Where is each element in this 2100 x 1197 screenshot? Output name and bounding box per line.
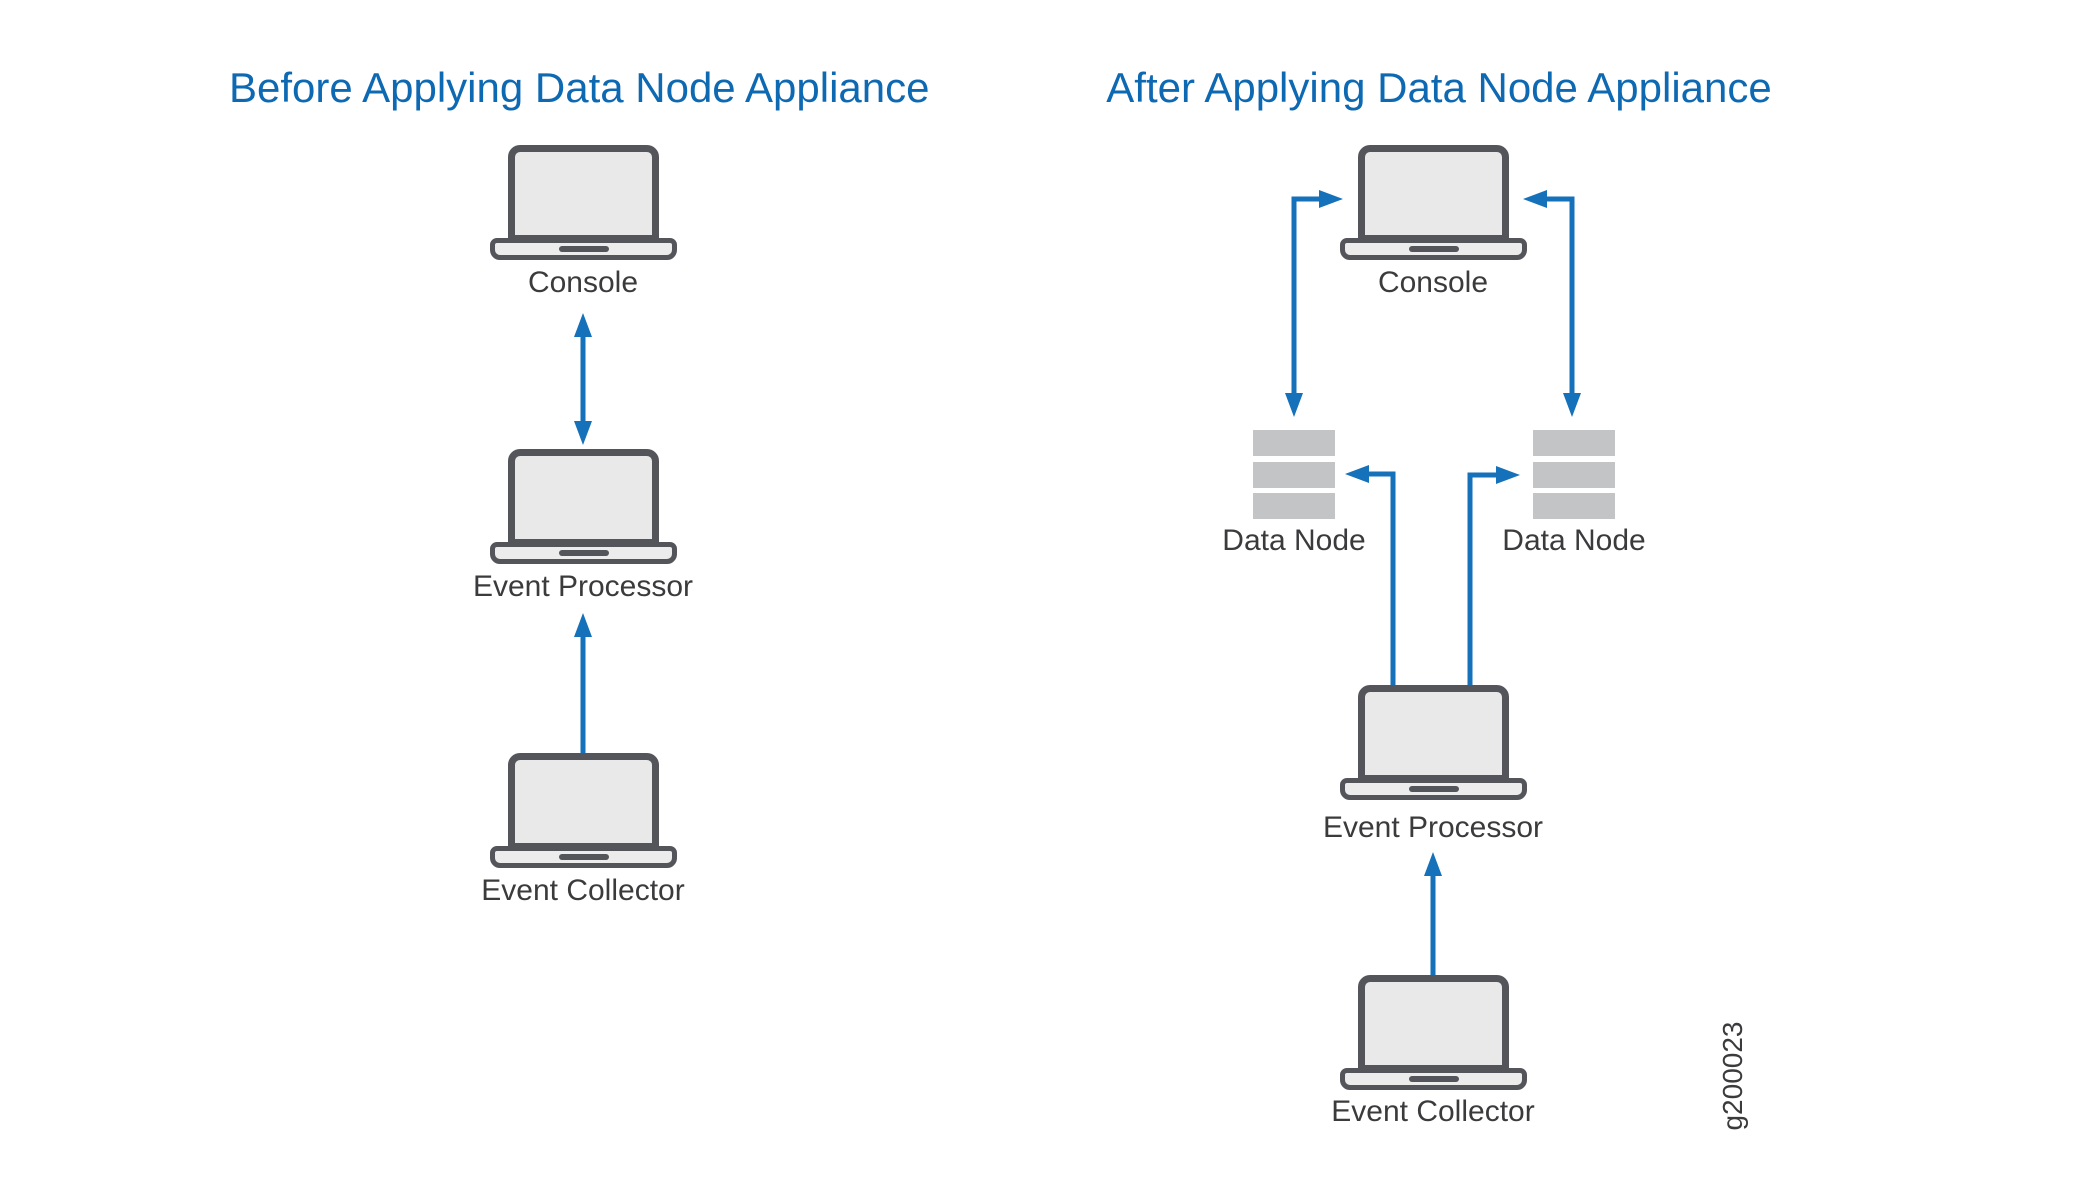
laptop-icon-console-before: [490, 145, 677, 260]
data-node-bar: [1533, 430, 1615, 456]
laptop-screen: [508, 753, 659, 850]
node-label-console-after: Console: [1377, 266, 1489, 299]
node-label-console-before: Console: [527, 266, 639, 299]
arrow-event-processor-data-node-left: [1345, 465, 1396, 685]
data-node-bar: [1533, 461, 1615, 488]
laptop-notch: [558, 246, 609, 252]
laptop-icon-event-collector-after: [1340, 975, 1527, 1090]
laptop-screen: [1358, 685, 1509, 782]
laptop-notch: [558, 854, 609, 860]
laptop-notch: [1408, 786, 1459, 792]
laptop-screen: [508, 449, 659, 546]
node-label-event-collector-before: Event Collector: [481, 874, 685, 907]
laptop-screen: [1358, 145, 1509, 242]
laptop-icon-event-processor-after: [1340, 685, 1527, 800]
node-label-event-collector-after: Event Collector: [1331, 1095, 1535, 1128]
node-label-event-processor-before: Event Processor: [472, 570, 694, 603]
laptop-base: [1340, 778, 1527, 800]
data-node-icon-left: [1253, 430, 1335, 519]
data-node-bar: [1253, 430, 1335, 456]
laptop-base: [490, 238, 677, 260]
arrow-event-collector-event-processor-after: [1424, 852, 1442, 975]
figure-id-label: g200023: [1717, 1021, 1748, 1131]
data-node-bar: [1253, 461, 1335, 488]
after-panel-title: After Applying Data Node Appliance: [1106, 64, 1772, 111]
node-label-event-processor-after: Event Processor: [1322, 811, 1544, 844]
data-node-icon-right: [1533, 430, 1615, 519]
laptop-base: [490, 846, 677, 868]
laptop-notch: [1408, 246, 1459, 252]
laptop-notch: [1408, 1076, 1459, 1082]
node-label-data-node-left: Data Node: [1222, 524, 1366, 557]
laptop-icon-event-collector-before: [490, 753, 677, 868]
arrow-console-data-node-right: [1523, 190, 1581, 417]
laptop-screen: [508, 145, 659, 242]
laptop-notch: [558, 550, 609, 556]
arrow-console-data-node-left: [1285, 190, 1343, 417]
node-label-data-node-right: Data Node: [1502, 524, 1646, 557]
laptop-icon-console-after: [1340, 145, 1527, 260]
laptop-icon-event-processor-before: [490, 449, 677, 564]
laptop-screen: [1358, 975, 1509, 1072]
laptop-base: [490, 542, 677, 564]
arrow-event-collector-event-processor: [574, 613, 592, 753]
before-panel-title: Before Applying Data Node Appliance: [229, 64, 930, 111]
data-node-bar: [1253, 493, 1335, 519]
arrow-console-event-processor: [574, 313, 592, 445]
laptop-base: [1340, 238, 1527, 260]
arrow-event-processor-data-node-right: [1467, 466, 1520, 685]
laptop-base: [1340, 1068, 1527, 1090]
data-node-bar: [1533, 493, 1615, 519]
